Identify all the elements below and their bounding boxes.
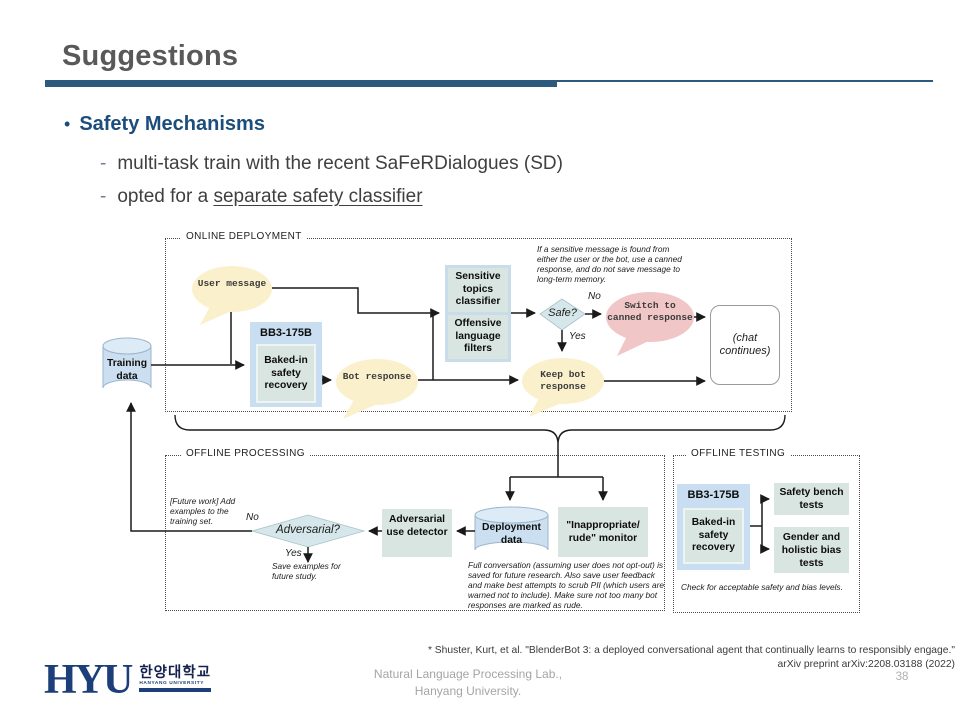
offline-processing-box — [165, 455, 665, 611]
switch-canned-bubble — [606, 292, 694, 356]
switch-canned-label: Switch to canned response — [607, 300, 693, 323]
online-deployment-box — [165, 238, 792, 412]
offline-testing-label: OFFLINE TESTING — [686, 448, 791, 459]
user-message-bubble — [192, 266, 272, 325]
hyu-logo-english: HANYANG UNIVERSITY — [139, 681, 205, 686]
deployment-data-label: Deployment data — [482, 522, 541, 546]
arrow-adversarial-no-to-training — [126, 402, 252, 532]
future-work-note: [Future work] Add examples to the traini… — [170, 496, 236, 526]
safe-question-label: Safe? — [548, 307, 577, 319]
citation-line-2: arXiv preprint arXiv:2208.03188 (2022) — [777, 658, 955, 670]
hyu-logo-text-block: 한양대학교 HANYANG UNIVERSITY — [139, 665, 212, 692]
save-examples-note: Save examples for future study. — [272, 561, 341, 581]
adversarial-yes-label: Yes — [285, 548, 302, 559]
brace-online-to-offline — [174, 414, 786, 445]
sensitive-message-note: If a sensitive message is found from eit… — [537, 244, 682, 284]
sensitive-topics-box — [448, 268, 508, 312]
rude-monitor-box — [558, 507, 648, 557]
baked-in-safety-box — [256, 344, 316, 403]
citation-line-1: * Shuster, Kurt, et al. "BlenderBot 3: a… — [427, 645, 955, 656]
training-data-cylinder — [102, 337, 152, 389]
chat-continues-box — [710, 305, 780, 385]
line-bb3-test-split — [750, 499, 763, 549]
sub-bullet-2-prefix: opted for a — [117, 186, 214, 207]
bot-response-bubble — [336, 359, 418, 419]
citation: * Shuster, Kurt, et al. "BlenderBot 3: a… — [330, 644, 955, 671]
page-title: Suggestions — [62, 40, 239, 72]
bb3-175b-label: BB3-175B — [260, 327, 312, 339]
adversarial-detector-label: Adversarial use detector — [386, 514, 448, 538]
safe-no-label: No — [588, 291, 601, 302]
footer-lab-line-1: Natural Language Processing Lab., — [373, 667, 563, 681]
sub-bullet-2-underlined: separate safety classifier — [213, 186, 423, 207]
title-accent-line — [557, 80, 933, 82]
check-levels-note: Check for acceptable safety and bias lev… — [681, 582, 843, 592]
safe-yes-label: Yes — [569, 331, 586, 342]
hyu-logo-korean: 한양대학교 — [139, 665, 212, 681]
sub-bullet-dash: - — [100, 153, 107, 174]
baked-in-safety-test-label: Baked-in safety recovery — [691, 517, 736, 553]
user-message-label: User message — [197, 278, 267, 289]
full-conversation-note: Full conversation (assuming user does no… — [468, 560, 664, 610]
adversarial-detector-box — [382, 509, 452, 557]
hyu-logo-acronym: HYU — [44, 657, 133, 703]
safety-bench-box — [774, 483, 849, 515]
offensive-language-label: Offensive language filters — [454, 318, 502, 354]
hyu-logo-bar — [139, 688, 212, 692]
offline-processing-label: OFFLINE PROCESSING — [181, 448, 310, 459]
title-accent-bar — [45, 80, 557, 87]
bullet-marker: • — [64, 114, 71, 134]
keep-bot-label: Keep bot response — [540, 369, 586, 392]
bullet-safety-mechanisms: • Safety Mechanisms — [64, 113, 265, 136]
bot-response-label: Bot response — [342, 371, 412, 382]
bb3-175b-test-label: BB3-175B — [687, 489, 740, 501]
gender-bias-label: Gender and holistic bias tests — [781, 532, 842, 569]
offensive-language-box — [448, 315, 508, 359]
sub-bullet-dash: - — [100, 186, 107, 207]
baked-in-safety-test-box — [683, 508, 744, 564]
hyu-logo: HYU 한양대학교 HANYANG UNIVERSITY — [44, 657, 212, 703]
safety-bench-label: Safety bench tests — [779, 487, 844, 511]
baked-in-safety-label: Baked-in safety recovery — [264, 355, 308, 391]
adversarial-decision-diamond — [250, 514, 366, 548]
adversarial-no-label: No — [246, 512, 259, 523]
keep-bot-bubble — [522, 358, 604, 417]
deployment-data-cylinder — [474, 506, 549, 551]
sub-bullet-2: - opted for a separate safety classifier — [100, 186, 423, 208]
online-deployment-label: ONLINE DEPLOYMENT — [181, 231, 307, 242]
bullet-label: Safety Mechanisms — [79, 113, 265, 135]
page-number: 38 — [895, 671, 909, 683]
sensitive-topics-label: Sensitive topics classifier — [455, 271, 501, 307]
footer-lab-line-2: Hanyang University. — [414, 684, 522, 698]
arrow-user-message-to-classifier — [272, 287, 440, 318]
chat-continues-label: (chat continues) — [719, 332, 771, 357]
sub-bullet-2-text: opted for a separate safety classifier — [117, 186, 422, 208]
sub-bullet-1: - multi-task train with the recent SaFeR… — [100, 153, 563, 175]
training-data-label: Training data — [106, 358, 148, 382]
gender-bias-box — [774, 527, 849, 573]
adversarial-question-label: Adversarial? — [276, 524, 340, 536]
footer-lab-name: Natural Language Processing Lab., Hanyan… — [368, 666, 568, 700]
sub-bullet-1-text: multi-task train with the recent SaFeRDi… — [117, 153, 563, 174]
rude-monitor-label: "Inappropriate/ rude" monitor — [566, 520, 640, 544]
